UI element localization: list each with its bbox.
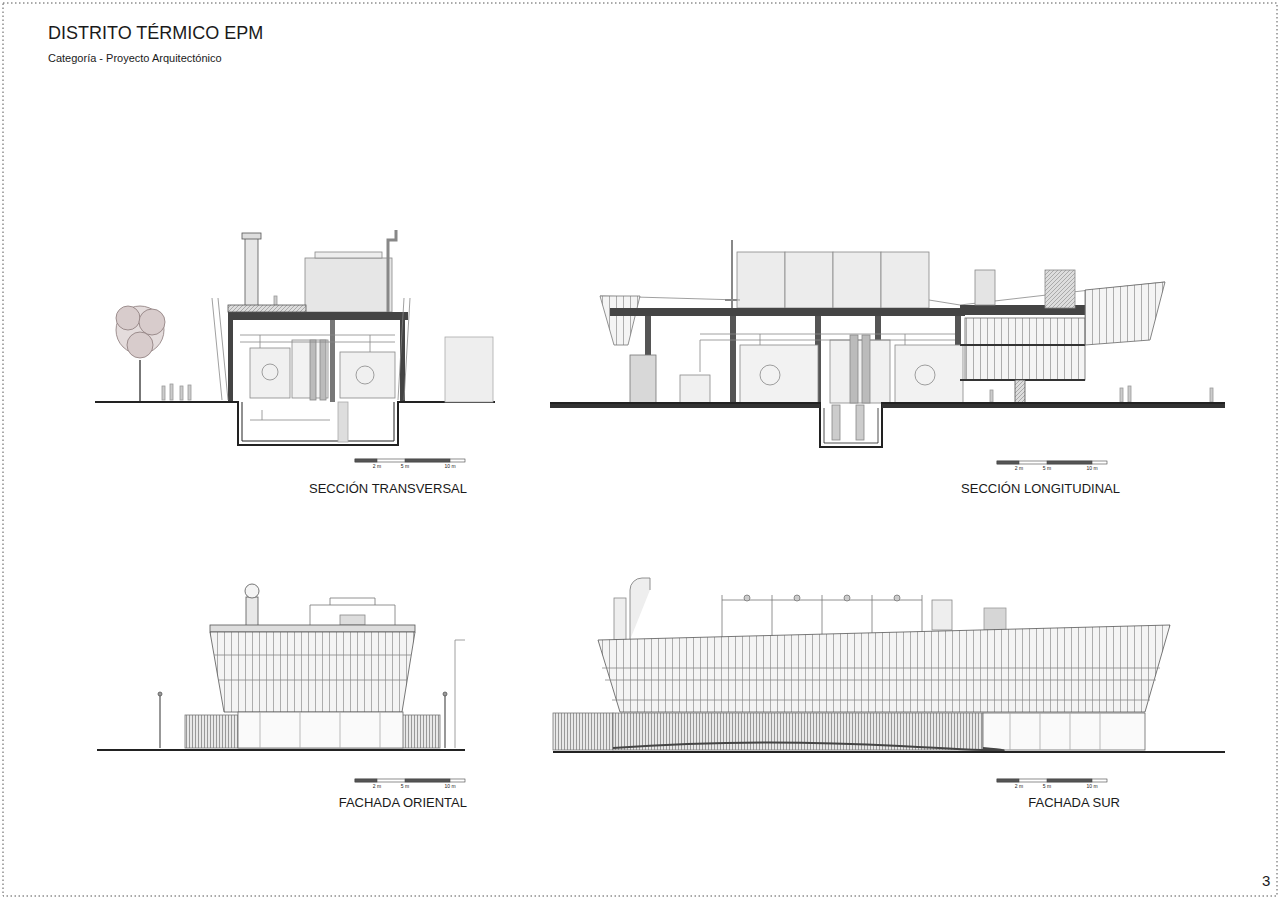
facade-screen (598, 625, 1170, 712)
neighbour-building (445, 337, 493, 402)
scale-label: 2 m (373, 464, 381, 470)
cooling-towers (725, 240, 929, 308)
scale-label: 5 m (401, 784, 409, 790)
scale-label: 5 m (1043, 784, 1051, 790)
roof-slab (228, 312, 408, 320)
drawing-heading: FACHADA ORIENTAL (339, 796, 467, 810)
tree (116, 306, 165, 402)
scale-label: 2 m (373, 784, 381, 790)
scale-label: 2 m (1015, 466, 1023, 472)
facade-screen (210, 632, 415, 712)
scale-label: 2 m (1015, 784, 1023, 790)
scale-label: 5 m (1043, 466, 1051, 472)
drawing-heading: SECCIÓN LONGITUDINAL (961, 482, 1120, 496)
chimney (245, 238, 258, 315)
scale-bars (355, 459, 1107, 782)
ground-line (97, 749, 465, 751)
scale-label: 10 m (444, 464, 455, 470)
roof-slab (610, 308, 965, 316)
people (990, 386, 1213, 402)
drawing-heading: FACHADA SUR (1028, 796, 1120, 810)
page-number: 3 (1262, 873, 1270, 890)
sheet-category: Categoría - Proyecto Arquitectónico (48, 52, 222, 64)
machinery (680, 334, 963, 403)
longitudinal-section (550, 240, 1225, 447)
ground-line (553, 751, 1225, 753)
scale-label: 10 m (1086, 466, 1097, 472)
scale-label: 10 m (444, 784, 455, 790)
scale-label: 5 m (401, 464, 409, 470)
sheet-title: DISTRITO TÉRMICO EPM (48, 24, 263, 44)
ground-line (550, 403, 1225, 447)
ground-line (95, 402, 495, 445)
scale-label: 10 m (1086, 784, 1097, 790)
east-facade (97, 584, 465, 750)
cooling-tower (305, 258, 392, 312)
south-facade (553, 578, 1225, 752)
fence (553, 713, 613, 750)
machinery (240, 335, 395, 400)
cross-section (95, 230, 495, 445)
sheet-frame (3, 3, 1277, 896)
drawing-heading: SECCIÓN TRANSVERSAL (309, 482, 467, 496)
